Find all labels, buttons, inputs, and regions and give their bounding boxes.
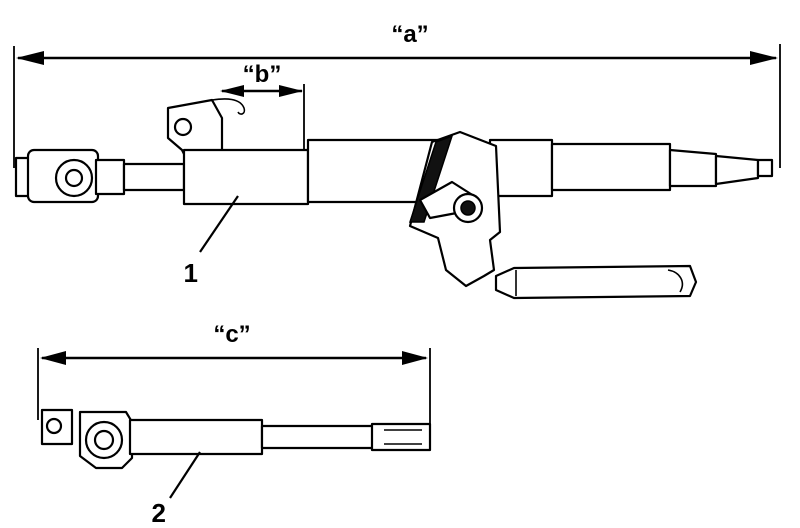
column-jacket: [488, 138, 554, 198]
dimension-b-arrow-right: [279, 85, 303, 97]
shaft-end-yoke-hole: [45, 417, 63, 435]
dimension-c-label: “c”: [213, 321, 250, 348]
shaft-collar: [668, 148, 718, 188]
intermediate-shaft-assembly: [40, 408, 432, 470]
shaft-rod: [260, 424, 382, 450]
shaft-tip: [756, 158, 774, 178]
dimension-a-label: “a”: [391, 21, 428, 48]
dimension-b-label: “b”: [243, 61, 282, 88]
intermediate-shaft: [122, 162, 186, 192]
joint-pin: [64, 168, 84, 188]
tilt-lever-end-curl: [667, 269, 684, 293]
part-2-leader: [169, 451, 201, 499]
column-shaft-housing: [550, 142, 672, 192]
dimension-a: “a”: [13, 21, 781, 168]
dimension-c-arrow-left: [40, 351, 66, 365]
shaft-splined-slot: [384, 429, 422, 445]
part-1-leader: [199, 195, 239, 253]
shaft-tube: [128, 418, 264, 456]
steering-column-assembly: [14, 98, 774, 300]
shaft-joint-pin: [93, 429, 115, 451]
bracket-bolt-hole: [173, 117, 193, 137]
part-2-label: 2: [152, 498, 166, 528]
column-tube-lower: [182, 148, 310, 206]
dimension-a-arrow-right: [750, 51, 778, 65]
tilt-pivot-bolt: [460, 200, 476, 216]
tilt-lever-handle: [494, 264, 698, 300]
dimension-b: “b”: [220, 61, 305, 150]
dimension-b-arrow-left: [220, 85, 244, 97]
dimension-c: “c”: [37, 321, 431, 434]
shaft-taper: [714, 154, 760, 186]
column-tube-upper: [306, 138, 440, 204]
bracket-hook: [211, 98, 246, 115]
dimension-c-arrow-right: [402, 351, 428, 365]
shaft-splined-end: [370, 422, 432, 452]
joint-sleeve: [94, 158, 126, 196]
part-1-label: 1: [184, 258, 198, 288]
dimension-a-arrow-left: [16, 51, 44, 65]
